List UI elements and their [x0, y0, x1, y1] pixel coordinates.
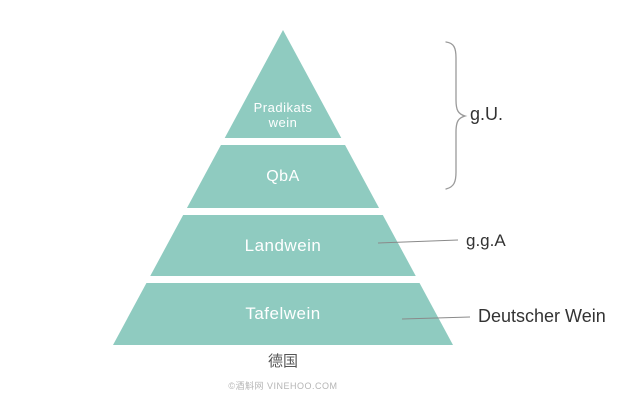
tier-label-tafelwein: Tafelwein [245, 304, 321, 323]
pyramid-tier-landwein: Landwein [113, 215, 453, 276]
pyramid-tier-qba: QbA [113, 145, 453, 208]
label-gga: g.g.A [466, 231, 506, 250]
pyramid-tier-pradikatswein: Pradikats wein [113, 30, 453, 138]
watermark-text: ©酒斛网 VINEHOO.COM [228, 381, 338, 391]
label-deutscher-wein: Deutscher Wein [478, 306, 606, 326]
tier-label-landwein: Landwein [244, 235, 322, 255]
wine-classification-pyramid: Pradikats wein QbA Landwein Tafelwein [113, 30, 453, 345]
pyramid-tier-tafelwein: Tafelwein [113, 283, 453, 345]
country-caption: 德国 [267, 353, 298, 370]
label-gu: g.U. [470, 104, 504, 124]
tier-label-pradikatswein: Pradikats wein [253, 100, 313, 130]
curly-brace-icon [445, 41, 468, 190]
tier-label-qba: QbA [266, 167, 300, 185]
